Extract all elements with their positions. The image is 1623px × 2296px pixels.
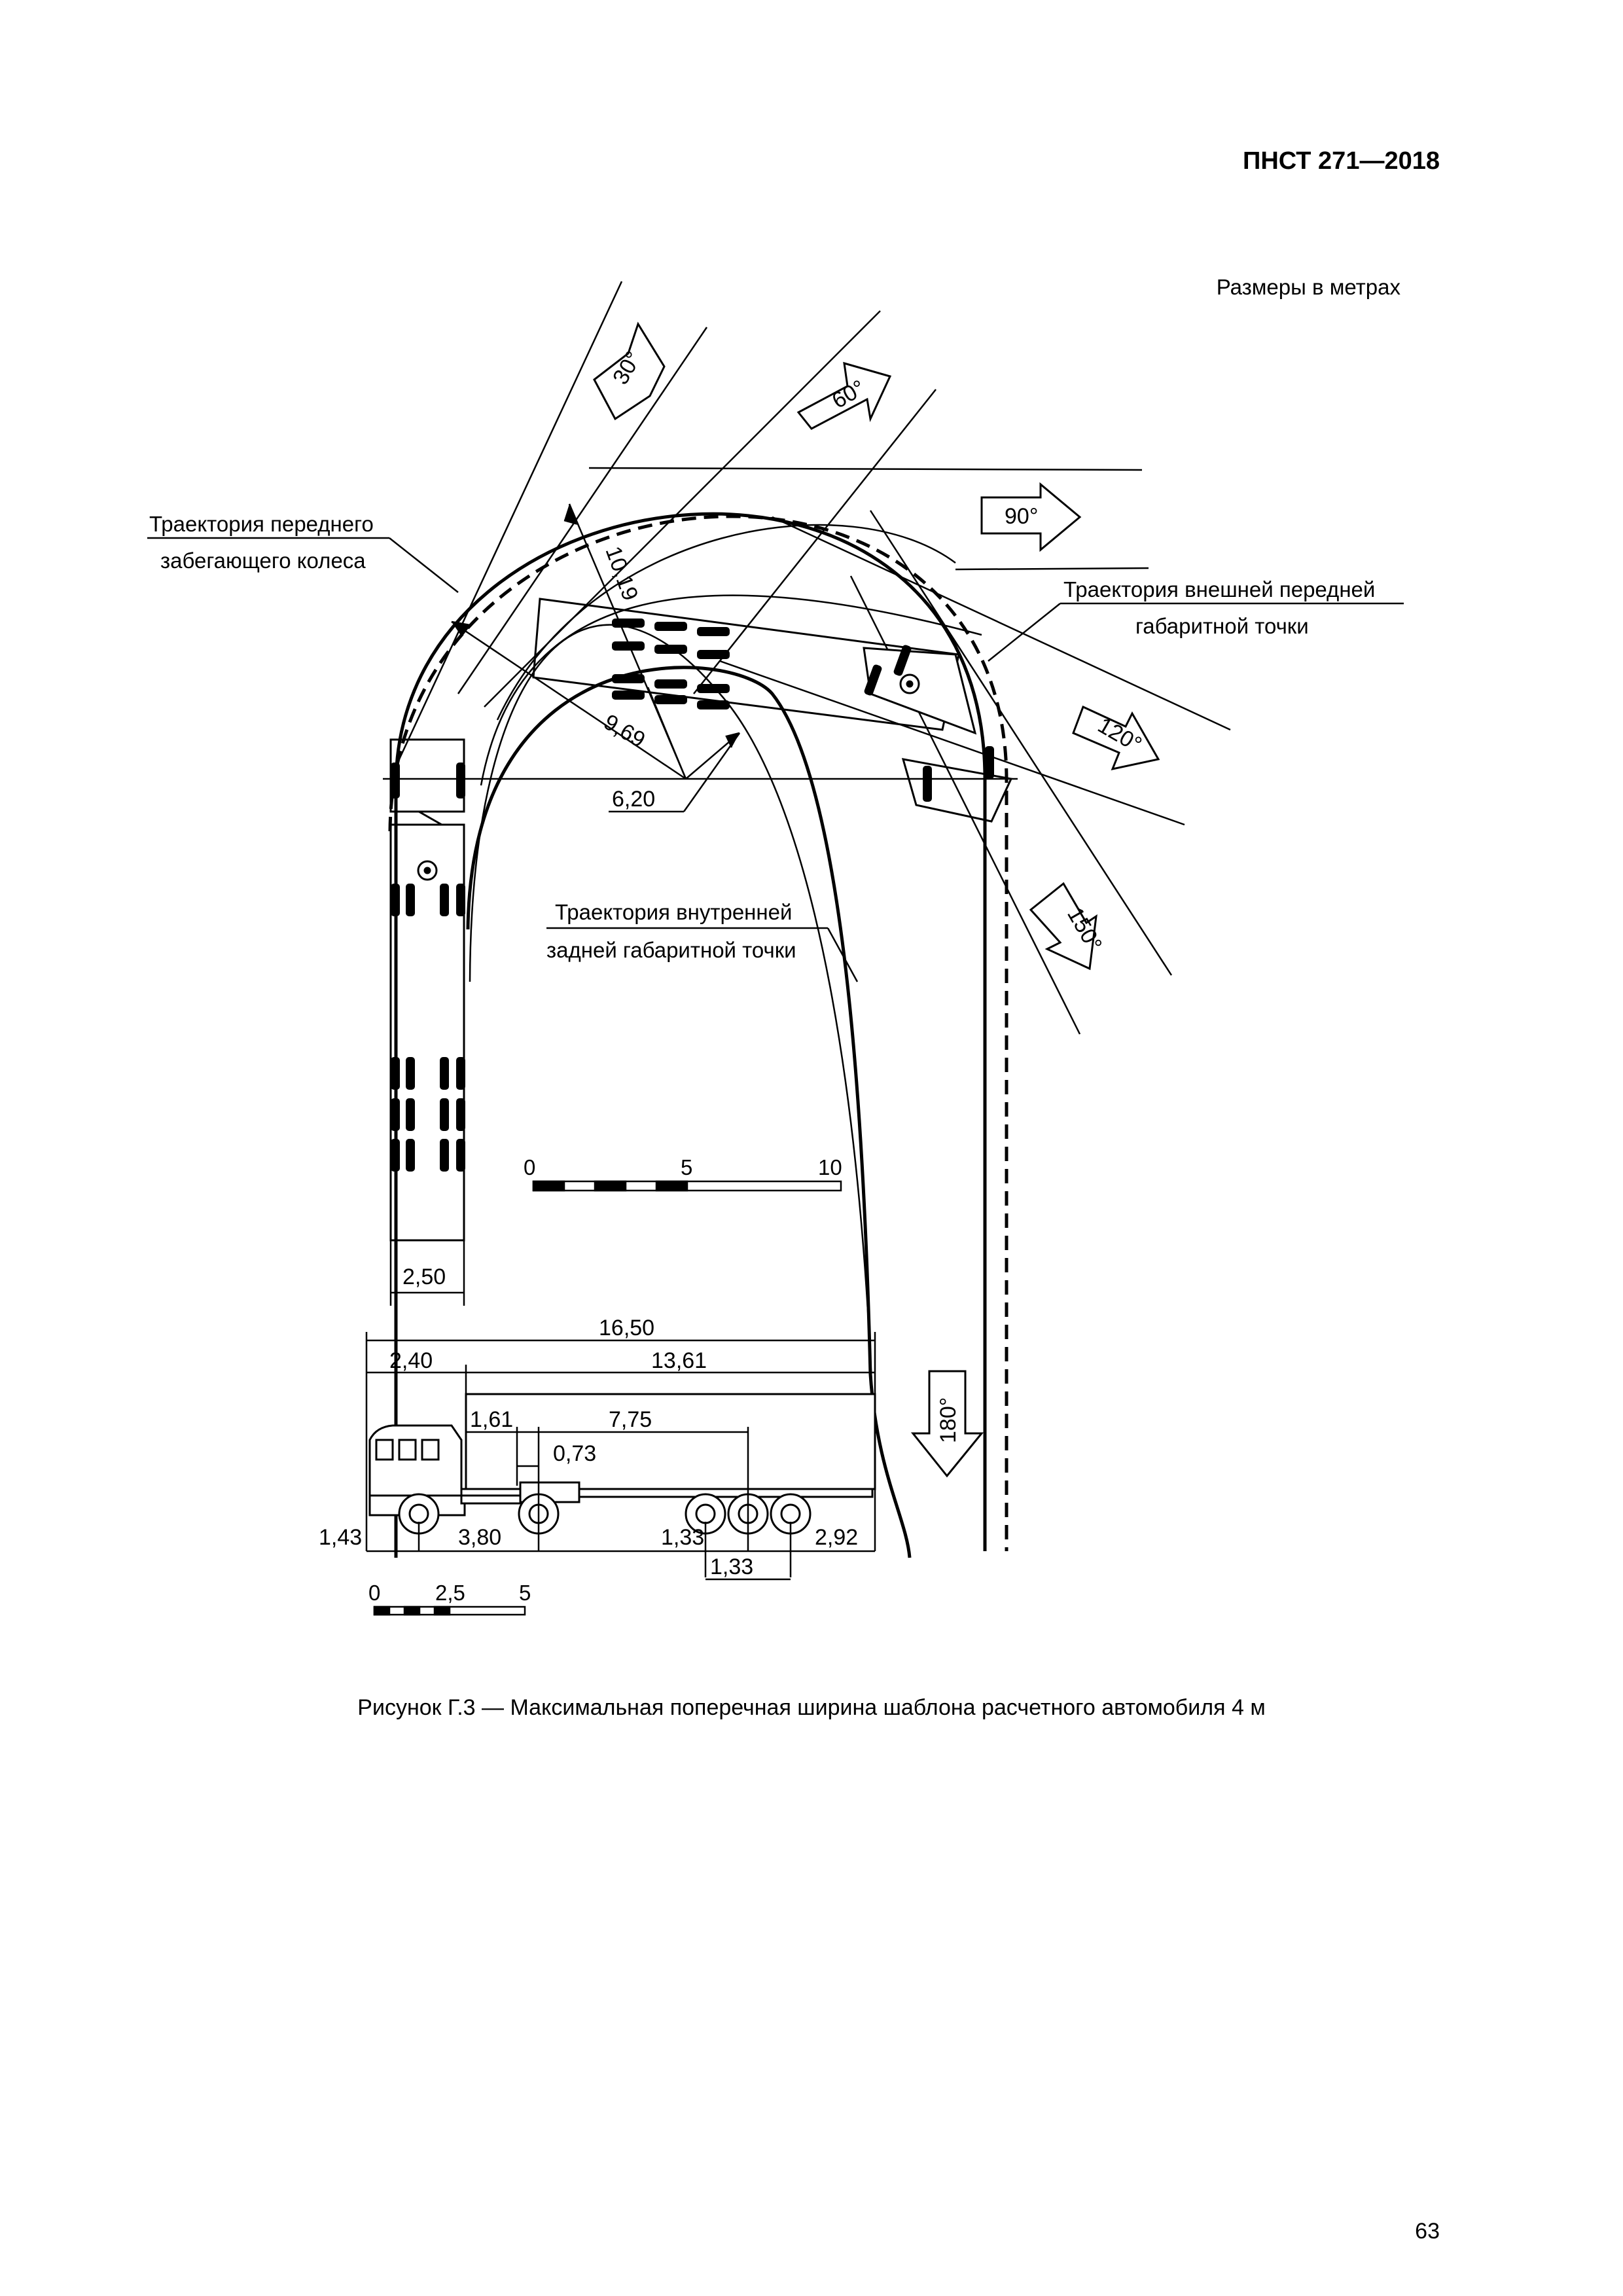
front-wheel-label-line2: забегающего колеса	[160, 548, 366, 573]
dim-trailer-length: 13,61	[651, 1348, 707, 1373]
scale-top-10: 10	[818, 1155, 842, 1179]
truck-dimension-lines	[365, 1332, 876, 1581]
scale-top-0: 0	[524, 1155, 535, 1179]
figure-caption: Рисунок Г.3 — Максимальная поперечная ши…	[357, 1695, 1266, 1720]
scale-bottom-5: 5	[519, 1581, 531, 1605]
units-note: Размеры в метрах	[1216, 275, 1400, 299]
dim-front-to-trailer: 2,40	[389, 1348, 433, 1373]
angle-180-label: 180°	[936, 1397, 961, 1443]
outer-front-point-trajectory	[388, 514, 1008, 1551]
radius-9-69-label: 9,69	[599, 709, 649, 753]
turned-vehicle	[532, 598, 1013, 823]
width-dimension	[389, 1240, 465, 1306]
turned-vehicle-wheels	[612, 619, 994, 802]
angle-90-label: 90°	[1005, 504, 1038, 529]
scale-bar-top	[532, 1180, 842, 1192]
front-wheel-trajectory	[394, 512, 987, 1558]
dim-front-overhang: 1,43	[319, 1525, 362, 1550]
document-id: ПНСТ 271—2018	[1243, 147, 1440, 175]
outer-front-label-line1: Траектория внешней передней	[1063, 577, 1375, 601]
dim-overall: 16,50	[599, 1316, 654, 1340]
dim-offset: 0,73	[553, 1441, 596, 1466]
dim-kingpin: 1,61	[470, 1407, 513, 1432]
inner-rear-label-line2: задней габаритной точки	[546, 938, 796, 962]
outer-front-label-line2: габаритной точки	[1135, 614, 1309, 638]
dim-tractor-wheelbase: 3,80	[458, 1525, 501, 1550]
angle-arrows	[593, 321, 1160, 1478]
radius-lines	[451, 503, 740, 780]
straight-vehicle-wheels	[391, 762, 465, 1172]
scale-bottom-0: 0	[368, 1581, 380, 1605]
dim-wheelbase-trailer: 7,75	[609, 1407, 652, 1432]
width-dimension-label: 2,50	[402, 1265, 446, 1289]
dim-axle-spacing-1: 1,33	[661, 1525, 704, 1550]
radius-6-20-label: 6,20	[612, 787, 655, 812]
scale-bar-bottom	[373, 1605, 526, 1616]
inner-rear-label-line1: Траектория внутренней	[555, 900, 792, 924]
scale-bottom-2-5: 2,5	[435, 1581, 465, 1605]
straight-vehicle	[389, 738, 465, 1242]
angle-rays	[398, 281, 1231, 1035]
front-wheel-label-line1: Траектория переднего	[149, 512, 374, 536]
scale-top-5: 5	[681, 1155, 692, 1179]
dim-rear-overhang: 2,92	[815, 1525, 858, 1550]
inner-rear-point-trajectory	[466, 666, 912, 1558]
dim-axle-spacing-2: 1,33	[710, 1554, 753, 1579]
page-number: 63	[1415, 2219, 1440, 2244]
